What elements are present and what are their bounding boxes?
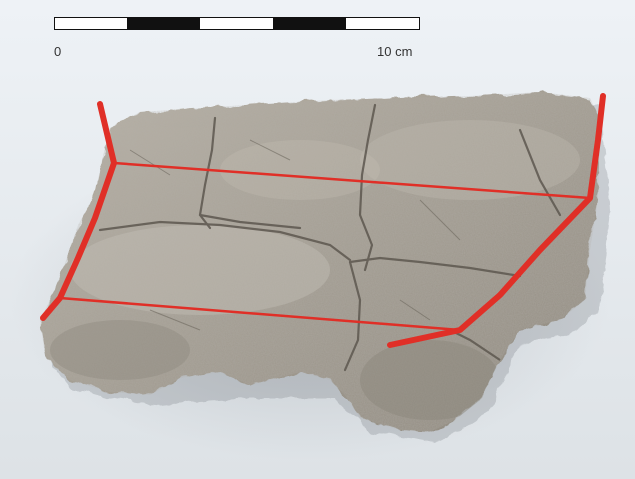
annotation-lines xyxy=(40,93,606,348)
scale-end-label: 10 cm xyxy=(377,44,413,59)
scale-bar xyxy=(54,17,420,30)
scale-start-label: 0 xyxy=(54,44,62,59)
